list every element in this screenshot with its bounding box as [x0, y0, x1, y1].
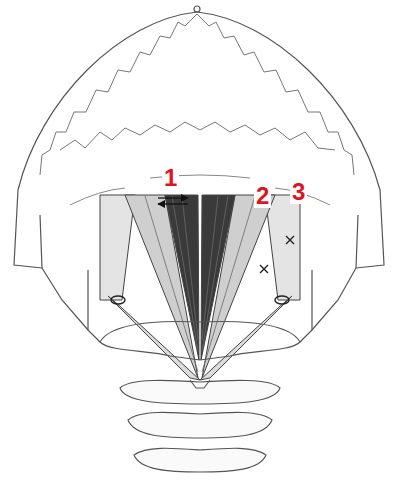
callout-number: 1	[162, 166, 179, 190]
double-arrow	[158, 198, 188, 204]
cervical-vertebrae	[100, 322, 300, 472]
callout-number: 2	[254, 184, 271, 208]
muscle-fibres	[145, 196, 255, 372]
marks	[111, 236, 294, 304]
lambdoid-suture	[40, 14, 354, 175]
callout-number: 3	[290, 180, 307, 204]
suboccipital-muscles	[100, 195, 300, 380]
